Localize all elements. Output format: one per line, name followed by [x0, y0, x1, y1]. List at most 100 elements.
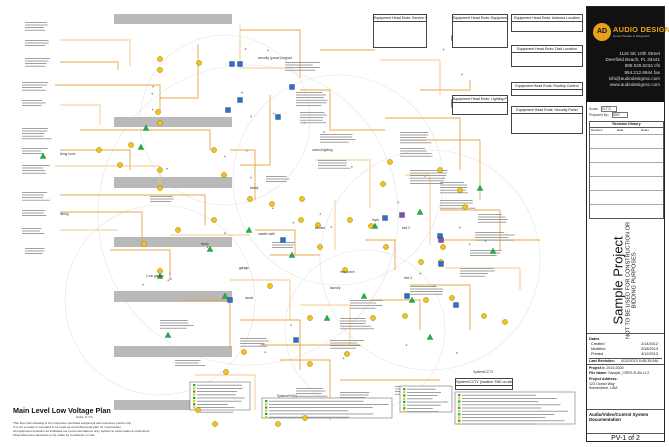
address-line: 954.212.8944 fax: [624, 69, 660, 75]
junction-dot: [224, 232, 226, 235]
list-text-line: [407, 398, 433, 400]
cable-run: [80, 129, 211, 150]
list-swatch: [403, 397, 406, 400]
list-text-line: [197, 400, 242, 402]
spec-text-line: [340, 394, 369, 396]
speaker-fixture-icon: [241, 349, 247, 355]
list-text-line: [407, 411, 439, 412]
cable-run: [60, 104, 101, 125]
spec-text-line: [22, 100, 43, 101]
junction-dot: [319, 213, 322, 215]
date-label: Created: [591, 342, 605, 346]
spec-text-line: [296, 99, 328, 101]
speaker-fixture-icon: [402, 313, 408, 319]
junction-dot: [397, 201, 400, 204]
revision-col: Date: [617, 128, 624, 132]
zone-label: bed 2: [402, 226, 410, 230]
spec-text-line: [440, 202, 474, 204]
zone-label: security (power) keypad: [258, 56, 292, 60]
junction-dot: [142, 283, 144, 286]
cable-run: [239, 25, 292, 69]
spec-text-line: [330, 342, 357, 344]
wap-triangle-icon: [489, 247, 497, 254]
list-text-line: [407, 404, 441, 406]
legend-system-cctv: System/CCTV (location TBD on-site): [455, 378, 513, 390]
spec-text-line: [340, 323, 366, 324]
spec-text-line: [22, 135, 44, 137]
speaker-fixture-icon: [195, 407, 201, 413]
speaker-fixture-icon: [457, 187, 463, 193]
cable-run: [110, 249, 171, 280]
list-text-line: [462, 417, 546, 418]
spec-text-line: [25, 40, 49, 41]
list-text-line: [462, 394, 537, 396]
spec-text-line: [22, 89, 46, 91]
list-text-line: [462, 404, 561, 406]
prepared-by-label: Prepared By:: [589, 112, 609, 117]
device-box-icon: [280, 237, 286, 243]
spec-text-line: [410, 175, 447, 176]
speaker-fixture-icon: [117, 162, 123, 168]
speaker-fixture-icon: [157, 120, 163, 126]
list-swatch: [403, 407, 406, 410]
speaker-fixture-icon: [155, 109, 161, 115]
list-swatch: [265, 416, 268, 419]
spec-text-line: [410, 183, 443, 184]
speaker-fixture-icon: [223, 369, 229, 375]
plan-note: Final placement decisions to be made by …: [13, 433, 96, 438]
list-swatch: [458, 416, 461, 419]
list-text-line: [197, 407, 235, 408]
device-box-icon: [225, 107, 231, 113]
wap-triangle-icon: [221, 292, 229, 299]
spec-text-line: [200, 411, 234, 413]
device-box-icon: [438, 261, 444, 267]
wall-band: [114, 400, 232, 410]
junction-dot: [405, 344, 408, 347]
wap-triangle-icon: [288, 251, 296, 258]
wall-band: [114, 291, 232, 302]
project-title: Sample Project: [610, 236, 626, 325]
spec-text-line: [25, 65, 46, 67]
list-swatch: [403, 404, 406, 407]
spec-text-line: [440, 189, 466, 191]
revision-header: Revision History: [590, 122, 663, 128]
wap-triangle-icon: [426, 333, 434, 340]
device-box-icon: [229, 61, 235, 67]
device-box-icon: [438, 237, 444, 243]
speaker-fixture-icon: [157, 67, 163, 73]
zone-label: bed 3: [404, 276, 412, 280]
legend-title: Equipment Head Ends: Lighting Processor: [453, 97, 507, 103]
spec-text-line: [440, 200, 473, 201]
cable-run: [370, 299, 421, 330]
cable-run: [60, 39, 131, 66]
cable-run: [405, 174, 431, 245]
device-box-icon: [399, 212, 405, 218]
project-address-label: Project Address:: [589, 377, 618, 382]
cable-run: [195, 374, 256, 410]
list-text-line: [462, 414, 555, 415]
spec-text-line: [160, 322, 189, 324]
project-info: Project #: 2013-0020 File Name: Sample_C…: [589, 366, 662, 391]
equipment-list-box: [189, 381, 251, 411]
zone-label: living room: [60, 152, 76, 156]
spec-text-line: [400, 155, 433, 157]
list-swatch: [458, 400, 461, 403]
junction-dot: [461, 73, 463, 76]
list-text-line: [197, 391, 238, 392]
brand-subtitle: Home Theater & Integration: [613, 34, 650, 38]
cable-run: [60, 61, 119, 70]
spec-text-line: [410, 177, 446, 179]
legend-title: Equipment Head Ends: Service Closet: [374, 15, 426, 22]
date-value: 2/14/2012: [641, 342, 658, 346]
spec-text-line: [318, 162, 347, 164]
spec-text-line: [460, 275, 486, 277]
wap-triangle-icon: [156, 272, 164, 279]
date-label: Printed: [591, 352, 604, 356]
wall-band: [114, 117, 232, 127]
spec-text-line: [300, 117, 324, 118]
spec-text-line: [175, 362, 199, 364]
wall-band: [114, 177, 232, 188]
spec-text-line: [330, 340, 365, 341]
list-text-line: [197, 388, 243, 389]
file-name: Sample_CRES-R-AV-r1.2: [608, 370, 650, 375]
